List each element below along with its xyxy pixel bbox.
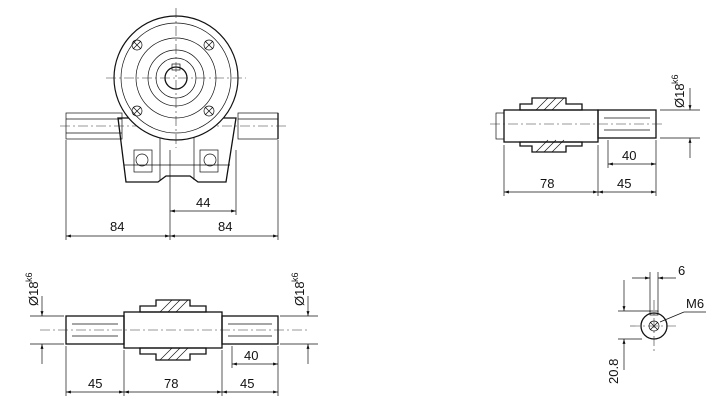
flange-bolt-hole [131,105,143,117]
dim-right-45: 45 [240,376,254,391]
diameter-text: Ø18 [292,281,307,306]
side-shaft [490,109,662,143]
diameter-text: Ø18 [672,83,687,108]
dim-left-84: 84 [110,219,124,234]
bottom-right-diameter-label: Ø18 k6 [290,272,307,306]
front-flange [106,8,246,148]
dim-left-45: 45 [88,376,102,391]
detail-dimensions [618,272,706,370]
front-input-shaft [60,112,288,140]
bottom-view: 40 45 78 45 Ø18 k6 Ø18 k6 [24,272,318,396]
bottom-dimensions [30,296,318,396]
dim-height-text: 20.8 [606,359,621,384]
dim-key-40: 40 [244,348,258,363]
side-hub [519,97,583,153]
side-diameter-label: Ø18 k6 [670,74,687,108]
front-view: 44 84 84 [60,8,288,240]
thread-label: M6 [686,296,704,311]
bottom-shaft [40,311,310,349]
flange-bolt-hole [203,105,215,117]
dim-shaft-45: 45 [617,176,631,191]
tolerance-text: k6 [670,74,680,84]
dim-key-40: 40 [622,148,636,163]
side-view: 40 78 45 Ø18 k6 [490,74,700,196]
bottom-hub [139,299,207,361]
dim-offset: 44 [196,195,210,210]
flange-bolt-hole [131,39,143,51]
front-dimensions [65,140,279,240]
dim-key-width-6: 6 [678,263,685,278]
dim-body-78: 78 [540,176,554,191]
diameter-text: Ø18 [26,281,41,306]
dim-body-78: 78 [164,376,178,391]
dim-right-84: 84 [218,219,232,234]
dim-height-label: 20.8 [606,359,621,384]
shaft-end-detail: 6 M6 20.8 [606,263,706,384]
bottom-left-diameter-label: Ø18 k6 [24,272,41,306]
front-housing-base [117,117,237,183]
tolerance-text: k6 [290,272,300,282]
flange-bolt-hole [203,39,215,51]
side-dimensions [503,88,700,196]
tolerance-text: k6 [24,272,34,282]
